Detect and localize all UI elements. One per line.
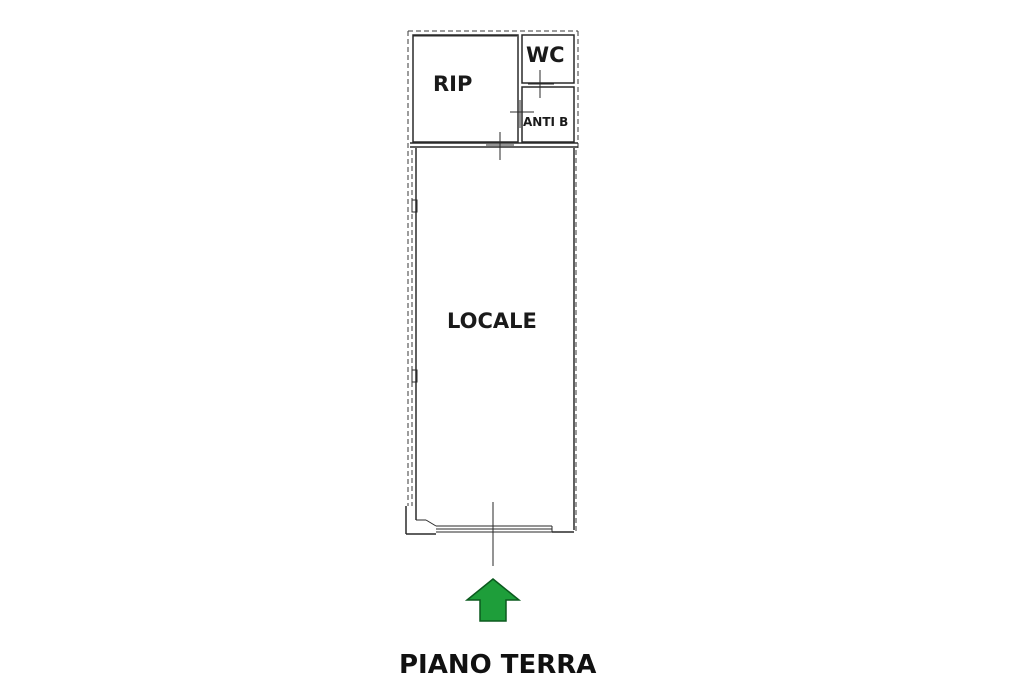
room-wc: WC xyxy=(521,34,575,98)
room-locale: LOCALE xyxy=(411,148,575,530)
floor-title: PIANO TERRA xyxy=(399,650,596,680)
partition-wall xyxy=(410,132,578,160)
room-label-wc: WC xyxy=(526,43,565,67)
outer-boundary xyxy=(407,30,579,532)
entrance-wall xyxy=(405,502,574,566)
room-label-anti-b: ANTI B xyxy=(523,115,568,129)
room-label-locale: LOCALE xyxy=(447,309,537,333)
entrance-arrow-icon xyxy=(464,578,522,622)
room-anti-b: ANTI B xyxy=(510,86,575,143)
room-rip: RIP xyxy=(412,34,519,143)
room-label-rip: RIP xyxy=(433,72,472,96)
